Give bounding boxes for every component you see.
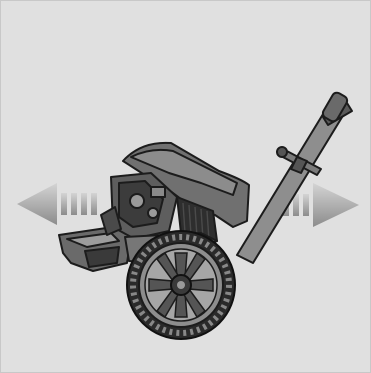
left-arrow-icon [17,183,97,225]
tool-housing [111,143,249,241]
cart-handle [237,91,352,263]
wheel [127,231,235,339]
